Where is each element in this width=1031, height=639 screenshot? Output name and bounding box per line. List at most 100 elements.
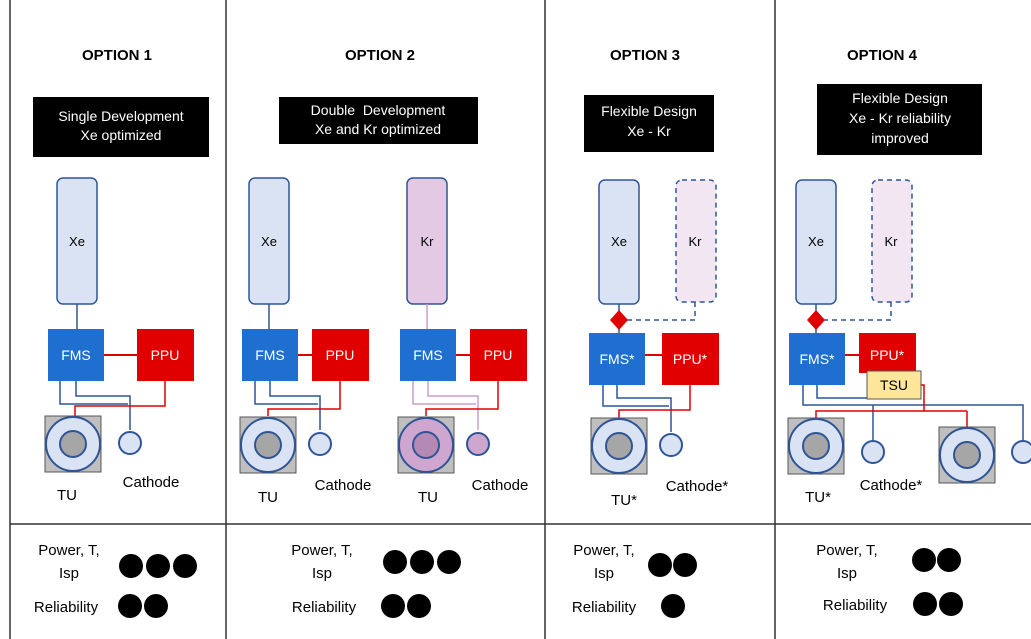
tu-label: TU* (805, 489, 831, 506)
reliability-dots (381, 594, 431, 618)
xe-tank-label: Xe (69, 234, 85, 249)
ppu-to-tu-line (74, 381, 166, 416)
reliability-dots (661, 594, 685, 618)
tu-label: TU (258, 489, 278, 506)
xe-tank-label: Xe (808, 234, 824, 249)
cathode-label: Cathode* (666, 478, 729, 495)
cathode (466, 432, 490, 456)
table-grid (9, 0, 1031, 639)
description-line: Xe and Kr optimized (315, 121, 441, 137)
description-line: Xe optimized (81, 127, 162, 143)
option-3-column: OPTION 3 Flexible Design Xe - Kr Xe Kr F… (572, 47, 729, 618)
ppu-label: PPU* (673, 351, 708, 367)
fms-box (589, 333, 645, 385)
cathode (659, 433, 683, 457)
fms-to-tu-line (75, 381, 131, 430)
cathode (861, 440, 885, 464)
performance-label: Power, T, (816, 542, 877, 559)
description-box (584, 95, 714, 152)
reliability-dots (913, 592, 963, 616)
tu-label: TU* (611, 492, 637, 509)
option-title: OPTION 3 (610, 47, 680, 64)
cathode-label: Cathode* (860, 477, 923, 494)
option-2-column: OPTION 2 Double Development Xe and Kr op… (239, 47, 529, 618)
score-dot (173, 554, 197, 578)
performance-label: Power, T, (38, 542, 99, 559)
ppu-label: PPU (484, 347, 513, 363)
cathode (308, 432, 332, 456)
performance-dots (383, 550, 461, 574)
fms-label: FMS (255, 347, 285, 363)
description-line: Flexible Design (601, 103, 697, 119)
fms-to-tu-line (269, 381, 321, 430)
performance-label: Power, T, (291, 542, 352, 559)
fms-to-tu-line-2 (254, 381, 318, 405)
fms-label: FMS (61, 347, 91, 363)
fms-box (400, 329, 456, 381)
fms-to-tu-line-2 (412, 381, 476, 405)
score-dot (937, 548, 961, 572)
fms-to-tu-line-2 (602, 385, 669, 407)
performance-dots (648, 553, 697, 577)
performance-label: Power, T, (573, 542, 634, 559)
score-dot (939, 592, 963, 616)
fms-to-tu-line (816, 385, 867, 399)
ppu-to-tu-line (267, 381, 341, 416)
cathode-label: Cathode (472, 477, 529, 494)
kr-tank-label: Kr (689, 234, 703, 249)
description-line: improved (871, 130, 929, 146)
xe-tank-label: Xe (611, 234, 627, 249)
xe-tank-label: Xe (261, 234, 277, 249)
option-1-column: OPTION 1 Single Development Xe optimized… (33, 47, 209, 618)
performance-label: Isp (312, 565, 332, 582)
ppu-box (859, 333, 916, 373)
bus-line-blue (802, 385, 1024, 440)
reliability-label: Reliability (572, 599, 637, 616)
score-dot (648, 553, 672, 577)
fms-to-tu-line (427, 381, 479, 430)
cathode (118, 431, 142, 455)
reliability-label: Reliability (34, 599, 99, 616)
fms-box (48, 329, 104, 381)
option-title: OPTION 2 (345, 47, 415, 64)
description-box (279, 97, 478, 144)
description-line: Single Development (58, 108, 183, 124)
fms-to-tu-line (616, 385, 672, 432)
fms-label: FMS* (600, 351, 636, 367)
reliability-label: Reliability (823, 597, 888, 614)
ppu-box (662, 333, 719, 385)
thruster-ring-inner (412, 431, 440, 459)
ppu-label: PPU (326, 347, 355, 363)
tsu-label: TSU (880, 377, 908, 393)
ppu-box (470, 329, 527, 381)
thruster-ring-inner (802, 432, 830, 460)
tu-label: TU (418, 489, 438, 506)
thruster-ring-inner (605, 432, 633, 460)
score-dot (437, 550, 461, 574)
performance-label: Isp (837, 565, 857, 582)
tu-label: TU (57, 487, 77, 504)
performance-dots (912, 548, 961, 572)
cathode-label: Cathode (123, 474, 180, 491)
score-dot (410, 550, 434, 574)
description-line: Flexible Design (852, 90, 948, 106)
ppu-label: PPU (151, 347, 180, 363)
kr-tank (871, 179, 913, 303)
performance-dots (119, 554, 197, 578)
kr-tank (675, 179, 717, 303)
fms-label: FMS* (800, 351, 836, 367)
cathode-label: Cathode (315, 477, 372, 494)
reliability-dots (118, 594, 168, 618)
score-dot (661, 594, 685, 618)
kr-feed-line (824, 302, 892, 321)
score-dot (146, 554, 170, 578)
thruster-ring-inner (59, 430, 87, 458)
fms-to-tu-line-2 (59, 381, 128, 405)
thruster-ring-inner (254, 431, 282, 459)
score-dot (144, 594, 168, 618)
option-title: OPTION 1 (82, 47, 152, 64)
kr-feed-line (627, 302, 696, 321)
ppu-box (137, 329, 194, 381)
fms-box (789, 333, 845, 385)
